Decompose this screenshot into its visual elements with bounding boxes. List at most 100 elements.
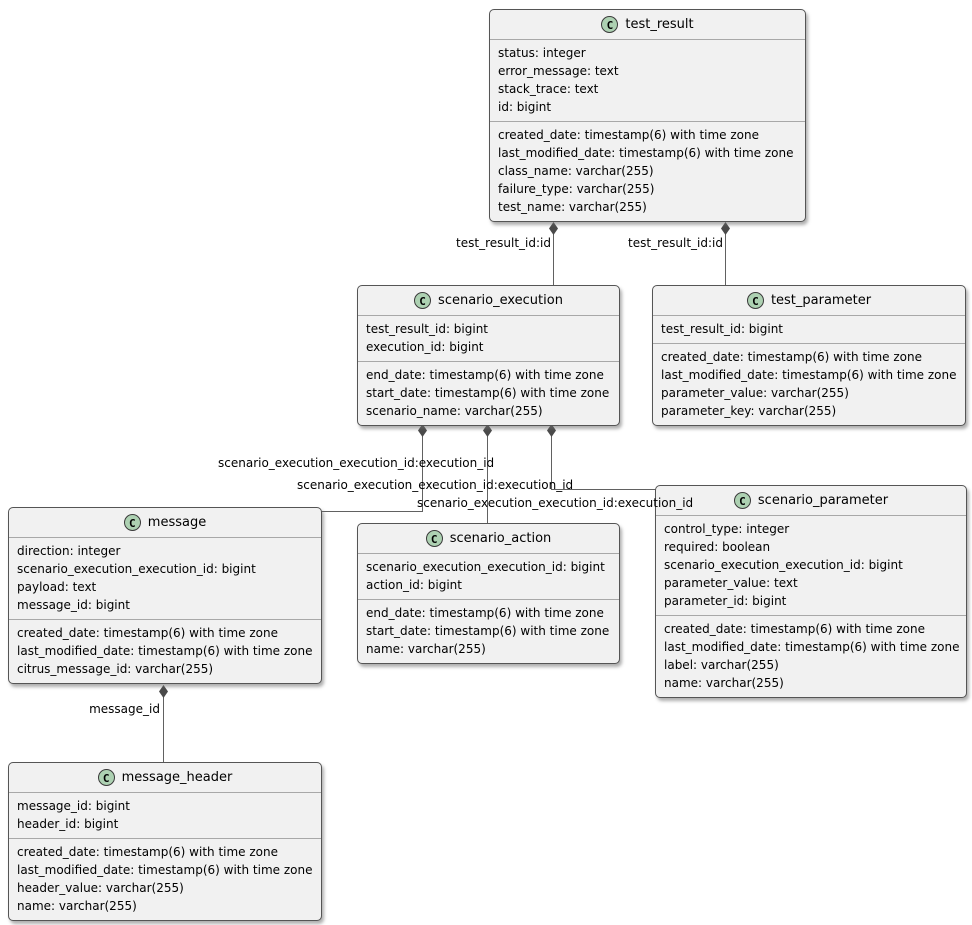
entity-section-attributes: created_date: timestamp(6) with time zon…	[9, 619, 321, 683]
relationship-line	[487, 425, 488, 523]
relationship-line	[422, 425, 423, 512]
attribute-row: name: varchar(255)	[17, 899, 137, 913]
entity-section-attributes: end_date: timestamp(6) with time zone sta…	[358, 599, 619, 663]
attribute-row: required: boolean	[664, 540, 771, 554]
attribute-row: header_id: bigint	[17, 817, 119, 831]
attribute-row: created_date: timestamp(6) with time zon…	[498, 128, 759, 142]
relationship-line	[725, 223, 726, 285]
attribute-row: test_name: varchar(255)	[498, 200, 647, 214]
entity-title: scenario_parameter	[757, 493, 889, 508]
class-icon: C	[425, 530, 443, 547]
attribute-row: action_id: bigint	[366, 578, 462, 592]
attribute-row: scenario_execution_execution_id: bigint	[664, 558, 903, 572]
entity-title: test_result	[625, 17, 694, 32]
entity-section-attributes: created_date: timestamp(6) with time zon…	[656, 615, 966, 697]
entity-section-keys: test_result_id: bigint	[653, 316, 965, 343]
entity-section-keys: test_result_id: bigint execution_id: bigi…	[358, 316, 619, 361]
entity-section-attributes: created_date: timestamp(6) with time zon…	[9, 838, 321, 920]
composition-diamond-icon	[549, 222, 558, 235]
entity-title: scenario_execution	[438, 293, 563, 308]
relationship-label: scenario_execution_execution_id:executio…	[297, 478, 574, 492]
attribute-row: created_date: timestamp(6) with time zon…	[17, 845, 278, 859]
composition-diamond-icon	[721, 222, 730, 235]
entity-section-attributes: created_date: timestamp(6) with time zon…	[490, 121, 805, 221]
attribute-row: last_modified_date: timestamp(6) with ti…	[661, 368, 957, 382]
attribute-row: created_date: timestamp(6) with time zon…	[661, 350, 922, 364]
attribute-row: last_modified_date: timestamp(6) with ti…	[17, 644, 313, 658]
entity-title: scenario_action	[449, 531, 552, 546]
attribute-row: control_type: integer	[664, 522, 790, 536]
attribute-row: message_id: bigint	[17, 799, 130, 813]
composition-diamond-icon	[159, 685, 168, 698]
attribute-row: parameter_key: varchar(255)	[661, 404, 837, 418]
entity-section-keys: direction: integer scenario_execution_exe…	[9, 538, 321, 619]
relationship-line	[163, 686, 164, 762]
attribute-row: name: varchar(255)	[366, 642, 486, 656]
attribute-row: direction: integer	[17, 544, 121, 558]
attribute-row: label: varchar(255)	[664, 658, 779, 672]
attribute-row: status: integer	[498, 46, 586, 60]
attribute-row: parameter_id: bigint	[664, 594, 787, 608]
relationship-label: test_result_id:id	[456, 236, 551, 250]
attribute-row: error_message: text	[498, 64, 619, 78]
attribute-row: scenario_execution_execution_id: bigint	[366, 560, 605, 574]
relationship-line	[553, 223, 554, 285]
attribute-row: start_date: timestamp(6) with time zone	[366, 386, 610, 400]
attribute-row: created_date: timestamp(6) with time zon…	[17, 626, 278, 640]
composition-diamond-icon	[547, 424, 556, 437]
attribute-row: last_modified_date: timestamp(6) with ti…	[664, 640, 960, 654]
entity-section-keys: control_type: integer required: boolean sc…	[656, 516, 966, 615]
attribute-row: scenario_name: varchar(255)	[366, 404, 543, 418]
attribute-row: last_modified_date: timestamp(6) with ti…	[498, 146, 794, 160]
attribute-row: scenario_execution_execution_id: bigint	[17, 562, 256, 576]
relationship-line	[320, 511, 423, 512]
entity-title: test_parameter	[770, 293, 872, 308]
class-icon: C	[97, 769, 115, 786]
entity-section-attributes: created_date: timestamp(6) with time zon…	[653, 343, 965, 425]
entity-title: message	[147, 515, 207, 530]
class-icon: C	[123, 514, 141, 531]
attribute-row: class_name: varchar(255)	[498, 164, 654, 178]
relationship-label: test_result_id:id	[628, 236, 723, 250]
attribute-row: id: bigint	[498, 100, 552, 114]
attribute-row: parameter_value: text	[664, 576, 798, 590]
attribute-row: name: varchar(255)	[664, 676, 784, 690]
attribute-row: execution_id: bigint	[366, 340, 484, 354]
class-icon: C	[601, 16, 619, 33]
composition-diamond-icon	[483, 424, 492, 437]
attribute-row: failure_type: varchar(255)	[498, 182, 655, 196]
relationship-label: scenario_execution_execution_id:executio…	[417, 496, 694, 510]
entity-section-keys: message_id: bigint header_id: bigint	[9, 793, 321, 838]
attribute-row: test_result_id: bigint	[661, 322, 784, 336]
attribute-row: end_date: timestamp(6) with time zone	[366, 368, 604, 382]
attribute-row: end_date: timestamp(6) with time zone	[366, 606, 604, 620]
entity-section-keys: scenario_execution_execution_id: bigint a…	[358, 554, 619, 599]
attribute-row: test_result_id: bigint	[366, 322, 489, 336]
relationship-line	[551, 489, 656, 490]
attribute-row: last_modified_date: timestamp(6) with ti…	[17, 863, 313, 877]
attribute-row: message_id: bigint	[17, 598, 130, 612]
composition-diamond-icon	[418, 424, 427, 437]
relationship-label: scenario_execution_execution_id:executio…	[218, 456, 495, 470]
entity-section-attributes: end_date: timestamp(6) with time zone sta…	[358, 361, 619, 425]
entity-title: message_header	[121, 770, 233, 785]
attribute-row: header_value: varchar(255)	[17, 881, 184, 895]
class-icon: C	[746, 292, 764, 309]
attribute-row: start_date: timestamp(6) with time zone	[366, 624, 610, 638]
